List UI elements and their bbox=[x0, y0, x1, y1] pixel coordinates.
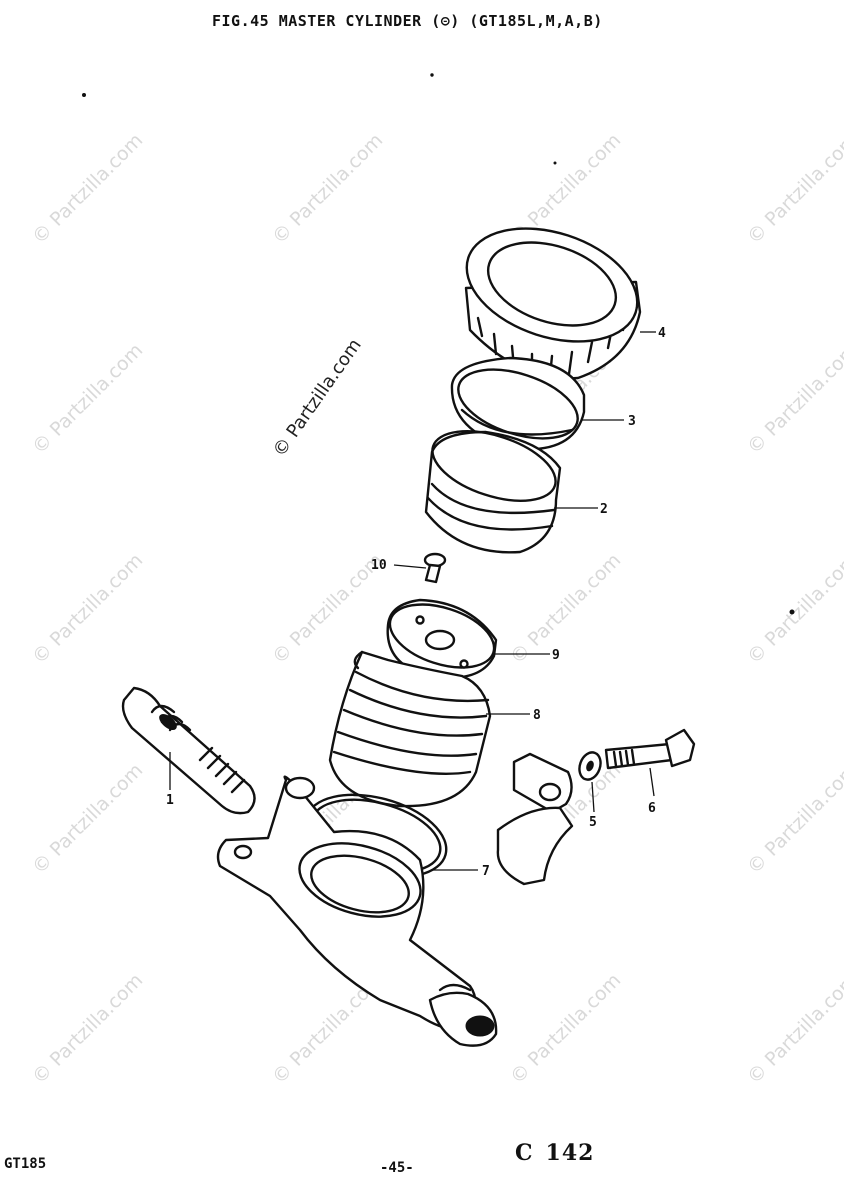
reservoir-body-part-8 bbox=[328, 650, 492, 808]
washer-part-5 bbox=[578, 751, 602, 781]
reservoir-cap-part-4 bbox=[464, 227, 642, 380]
callout-label: 3 bbox=[628, 414, 636, 429]
callout-label: 6 bbox=[648, 801, 656, 816]
scan-specks bbox=[82, 73, 795, 615]
master-cylinder-body bbox=[216, 775, 498, 1047]
footer-model: GT185 bbox=[4, 1156, 47, 1172]
diaphragm-plate-part-3 bbox=[450, 356, 586, 451]
callout-label: 1 bbox=[166, 793, 174, 808]
leader-lines bbox=[169, 331, 656, 871]
watermark-text: © Partzilla.com bbox=[743, 969, 844, 1088]
footer-code: C 142 bbox=[515, 1140, 594, 1166]
piston-assembly-part-1 bbox=[121, 686, 256, 815]
watermark-text: © Partzilla.com bbox=[743, 549, 844, 668]
watermark-text: © Partzilla.com bbox=[28, 969, 147, 1088]
watermark-text-main: © Partzilla.com bbox=[269, 335, 366, 461]
footer-page-number: -45- bbox=[380, 1160, 414, 1176]
page-title: FIG.45 MASTER CYLINDER (⊝) (GT185L,M,A,B… bbox=[212, 12, 603, 30]
callout-label: 7 bbox=[482, 864, 490, 879]
bolt-part-6 bbox=[604, 728, 696, 770]
watermark-text: © Partzilla.com bbox=[506, 549, 625, 668]
callout-label: 5 bbox=[589, 815, 597, 830]
footer-code-number: 142 bbox=[545, 1140, 595, 1166]
watermark-text: © Partzilla.com bbox=[28, 549, 147, 668]
watermark-text: © Partzilla.com bbox=[743, 129, 844, 248]
watermark-text: © Partzilla.com bbox=[28, 759, 147, 878]
watermark-text: © Partzilla.com bbox=[268, 549, 387, 668]
callout-label: 2 bbox=[600, 502, 608, 517]
watermark-text: © Partzilla.com bbox=[743, 759, 844, 878]
watermark-text: © Partzilla.com bbox=[268, 129, 387, 248]
callout-label: 8 bbox=[533, 708, 541, 723]
screw-part-10 bbox=[423, 552, 447, 584]
callout-label: 10 bbox=[371, 558, 387, 573]
callout-label: 9 bbox=[552, 648, 560, 663]
callout-label: 4 bbox=[658, 326, 666, 341]
watermark-text: © Partzilla.com bbox=[28, 339, 147, 458]
watermark-text: © Partzilla.com bbox=[506, 969, 625, 1088]
footer-code-letter: C bbox=[515, 1140, 534, 1166]
handlebar-clamp bbox=[496, 752, 574, 886]
watermark-text: © Partzilla.com bbox=[743, 339, 844, 458]
diaphragm-part-2 bbox=[424, 430, 562, 554]
reservoir-plate-part-9 bbox=[386, 598, 498, 679]
watermark-text: © Partzilla.com bbox=[28, 129, 147, 248]
